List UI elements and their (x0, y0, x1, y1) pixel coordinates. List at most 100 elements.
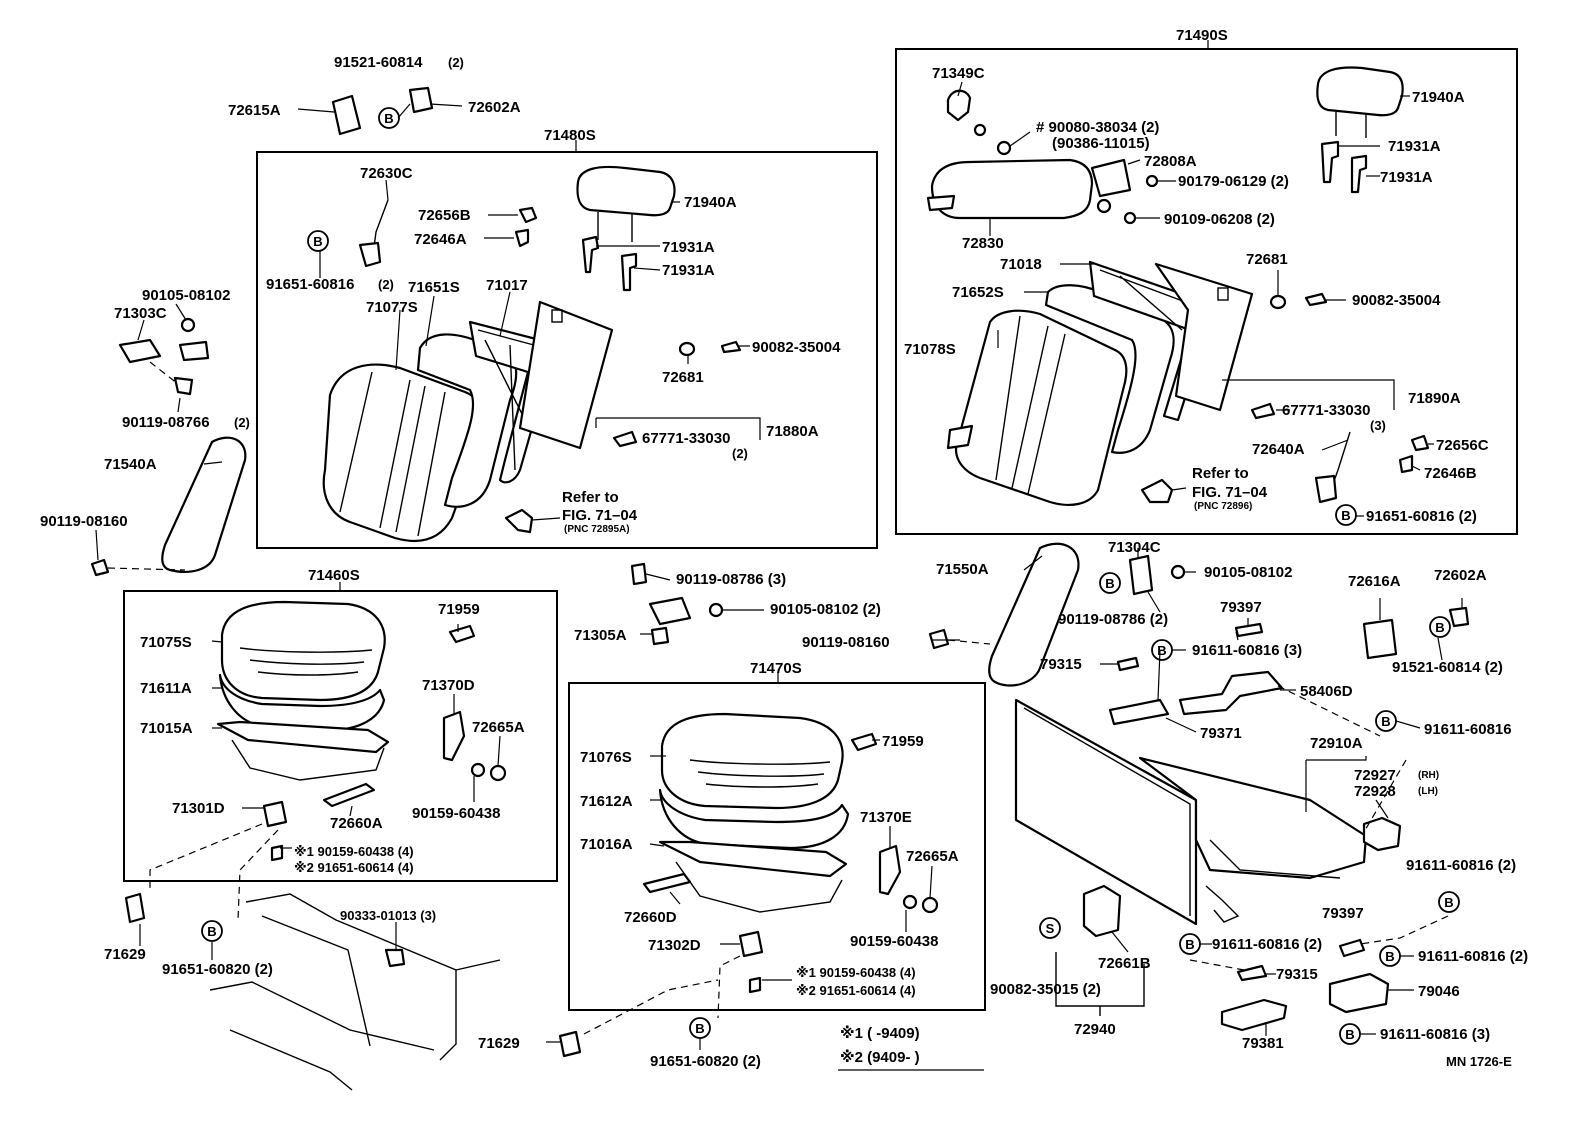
svg-text:B: B (1105, 576, 1114, 591)
callout-79315-a: 79315 (1040, 656, 1082, 673)
clip-67771-33030-left (612, 430, 638, 448)
box-71490S (895, 48, 1518, 535)
callout-71305A: 71305A (574, 627, 627, 644)
cover-71629-mid (558, 1030, 582, 1058)
bracket-refer-left (504, 508, 534, 534)
bracket-79371 (1108, 698, 1170, 726)
seat-cushion-71075S (220, 600, 386, 702)
bolt-90119-08160-left (90, 558, 110, 577)
callout-90080-38034: # 90080-38034 (2) (1036, 119, 1159, 136)
diagram-code: MN 1726-E (1446, 1054, 1512, 1069)
striker-79381 (1220, 998, 1288, 1032)
svg-text:B: B (1381, 714, 1390, 729)
callout-72646A: 72646A (414, 231, 467, 248)
bolt-90179-06129 (1145, 174, 1159, 188)
armrest-71550A (988, 542, 1080, 687)
box-71470S (568, 682, 986, 1011)
callout-90333-01013: 90333-01013 (3) (340, 908, 436, 923)
callout-71304C: 71304C (1108, 539, 1161, 556)
callout-72927: 72927 (1354, 767, 1396, 784)
callout-pnc-left: (PNC 72895A) (564, 524, 630, 535)
clip-72681-left (678, 341, 696, 357)
callout-72928: 72928 (1354, 783, 1396, 800)
callout-71931A-right-1: 71931A (1388, 138, 1441, 155)
callout-71931A-left-2: 71931A (662, 262, 715, 279)
callout-note2-mid: ※2 91651-60614 (4) (796, 983, 916, 998)
svg-text:S: S (1046, 921, 1055, 936)
callout-79381: 79381 (1242, 1035, 1284, 1052)
bracket-refer-right (1140, 478, 1174, 504)
callout-79046: 79046 (1418, 983, 1460, 1000)
callout-90119-08160-mid: 90119-08160 (802, 634, 890, 651)
callout-72656C: 72656C (1436, 437, 1489, 454)
callout-71611A: 71611A (140, 680, 192, 697)
callout-note2-left: ※2 91651-60614 (4) (294, 860, 414, 875)
callout-72602A-right: 72602A (1434, 567, 1487, 584)
callout-71540A: 71540A (104, 456, 157, 473)
bracket-71370E (878, 844, 902, 896)
callout-90105-08102-mid: 90105-08102 (2) (770, 601, 881, 618)
callout-58406D: 58406D (1300, 683, 1353, 700)
callout-71302D: 71302D (648, 937, 701, 954)
callout-91651-60816-right: 91651-60816 (2) (1366, 508, 1477, 525)
cap-72656B (518, 206, 538, 224)
bracket-71349C (946, 89, 987, 137)
callout-72616A: 72616A (1348, 573, 1401, 590)
callout-71629-left: 71629 (104, 946, 146, 963)
bracket-72602A-top (408, 86, 434, 114)
callout-71460S: 71460S (308, 567, 360, 584)
callout-67771-33030-right: 67771-33030 (1282, 402, 1370, 419)
hook-79397-a (1234, 622, 1264, 638)
nut-90080-38034 (996, 140, 1012, 156)
callout-note1-left: ※1 90159-60438 (4) (294, 844, 414, 859)
cover-71629-left (124, 892, 146, 924)
callout-71629-mid: 71629 (478, 1035, 520, 1052)
callout-qty-c: (2) (234, 415, 250, 430)
seat-frame-71016A (658, 840, 848, 913)
callout-71017: 71017 (486, 277, 528, 294)
bracket-71302D (738, 930, 764, 958)
knob-72646A (514, 228, 530, 248)
bracket-72808A (1090, 158, 1132, 198)
callout-fig-right: FIG. 71–04 (1192, 484, 1268, 501)
marker-b-2: B (307, 230, 329, 252)
callout-79397-a: 79397 (1220, 599, 1262, 616)
seatback-panel-72910A (1014, 698, 1368, 926)
hinge-71304C (1128, 554, 1186, 596)
callout-72602A-top: 72602A (468, 99, 521, 116)
headrest-71940A-left (576, 165, 676, 242)
bracket-72602A-right (1448, 606, 1470, 628)
nut-72665A-mid (921, 896, 939, 914)
bracket-72661B (1082, 884, 1122, 938)
hook-71959-left (448, 624, 476, 644)
callout-90119-08160-left: 90119-08160 (40, 513, 128, 530)
callout-90105-08102-right: 90105-08102 (1204, 564, 1292, 581)
callout-71890A: 71890A (1408, 390, 1461, 407)
callout-71490S: 71490S (1176, 27, 1228, 44)
callout-71076S: 71076S (580, 749, 632, 766)
hook-71959-mid (850, 732, 878, 752)
callout-90082-35015: 90082-35015 (2) (990, 981, 1101, 998)
callout-90159-60438-left: 90159-60438 (412, 805, 500, 822)
callout-91611-60816-d: 91611-60816 (2) (1212, 936, 1322, 953)
leader-lines (95, 81, 1463, 1050)
armrest-pad-72830 (926, 158, 1094, 220)
callout-qty-b: (2) (378, 277, 394, 292)
strap-72660A (322, 782, 376, 808)
callout-90082-35004-right: 90082-35004 (1352, 292, 1441, 309)
callout-91611-60816-e: 91611-60816 (2) (1418, 948, 1528, 965)
seatback-cushion-71078S (946, 309, 1128, 506)
latch-72640A (1314, 431, 1351, 504)
bracket-72615A (331, 94, 362, 136)
legend-note-2: ※2 (9409- ) (840, 1048, 920, 1066)
seat-pad-71612A (658, 788, 850, 850)
callout-71959-left: 71959 (438, 601, 480, 618)
callout-72808A: 72808A (1144, 153, 1197, 170)
callout-71018: 71018 (1000, 256, 1042, 273)
floor-panel (209, 893, 501, 1091)
marker-s-1: S (1039, 917, 1061, 939)
callout-79371: 79371 (1200, 725, 1242, 742)
svg-text:B: B (695, 1021, 704, 1036)
callout-67771-33030-left: 67771-33030 (642, 430, 730, 447)
callout-labels: 72615A 91521-60814 (2) 72602A 71480S 726… (40, 27, 1528, 1070)
